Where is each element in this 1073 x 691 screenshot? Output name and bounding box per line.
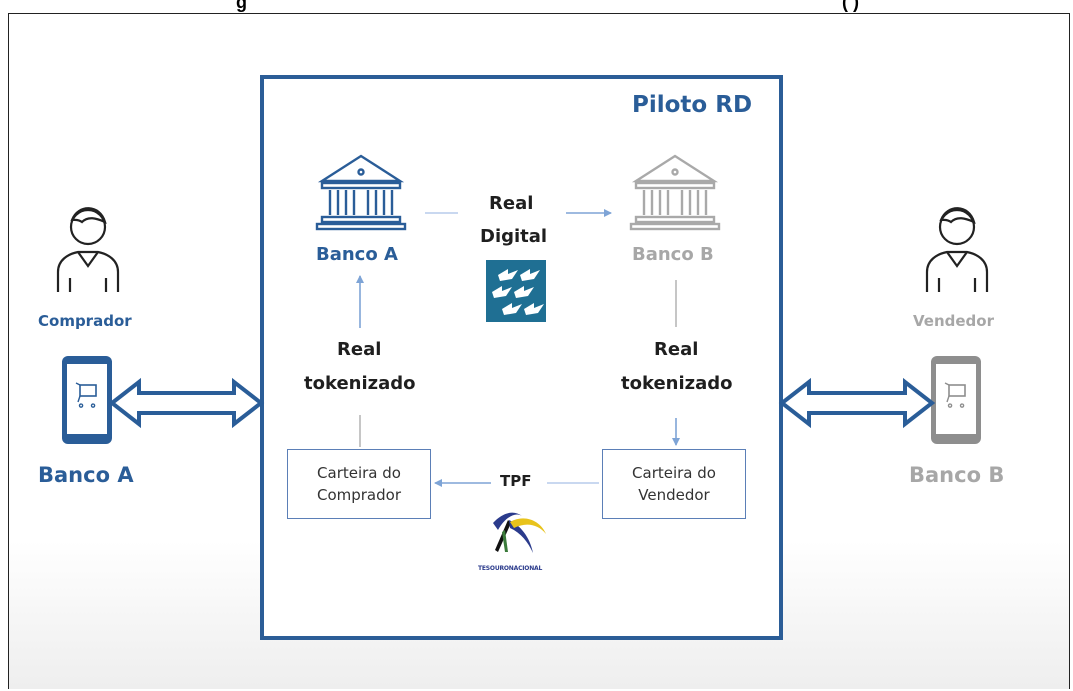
wallet-vendedor-box: Carteira do Vendedor [602,449,746,519]
real-digital-line1: Real [489,193,534,214]
double-arrow-icon [108,377,265,429]
bank-icon [629,154,721,231]
real-digital-line2: Digital [480,226,548,247]
double-arrow-icon [778,377,936,429]
person-icon [925,207,989,292]
tesouro-logo-text: TESOURONACIONAL [478,565,543,572]
banco-central-logo [486,260,546,322]
figure-caption: g ( ) [0,0,1073,14]
wallet-comprador-line2: Comprador [316,486,401,504]
bank-icon [315,154,407,231]
right-person-label: Vendedor [913,312,994,330]
smartphone-cart-icon [931,356,981,444]
real-tokenizado-left-line2: tokenizado [304,373,416,394]
caption-right-fragment: ( ) [842,0,859,12]
bank-b-label: Banco B [632,244,714,265]
wallet-vendedor-line2: Vendedor [638,486,710,504]
bank-a-label: Banco A [316,244,398,265]
left-bank-outside-label: Banco A [38,463,134,487]
real-tokenizado-left-line1: Real [337,339,382,360]
caption-left-fragment: g [236,0,247,12]
wallet-comprador-line1: Carteira do [317,464,401,482]
tpf-label: TPF [500,472,532,490]
piloto-rd-box [260,75,783,640]
real-tokenizado-right-line1: Real [654,339,699,360]
person-icon [56,207,120,292]
diagram-title: Piloto RD [632,92,753,118]
left-person-label: Comprador [38,312,132,330]
real-tokenizado-right-line2: tokenizado [621,373,733,394]
wallet-vendedor-line1: Carteira do [632,464,716,482]
smartphone-cart-icon [62,356,112,444]
right-bank-outside-label: Banco B [909,463,1005,487]
tesouro-nacional-logo [493,512,546,553]
wallet-comprador-box: Carteira do Comprador [287,449,431,519]
